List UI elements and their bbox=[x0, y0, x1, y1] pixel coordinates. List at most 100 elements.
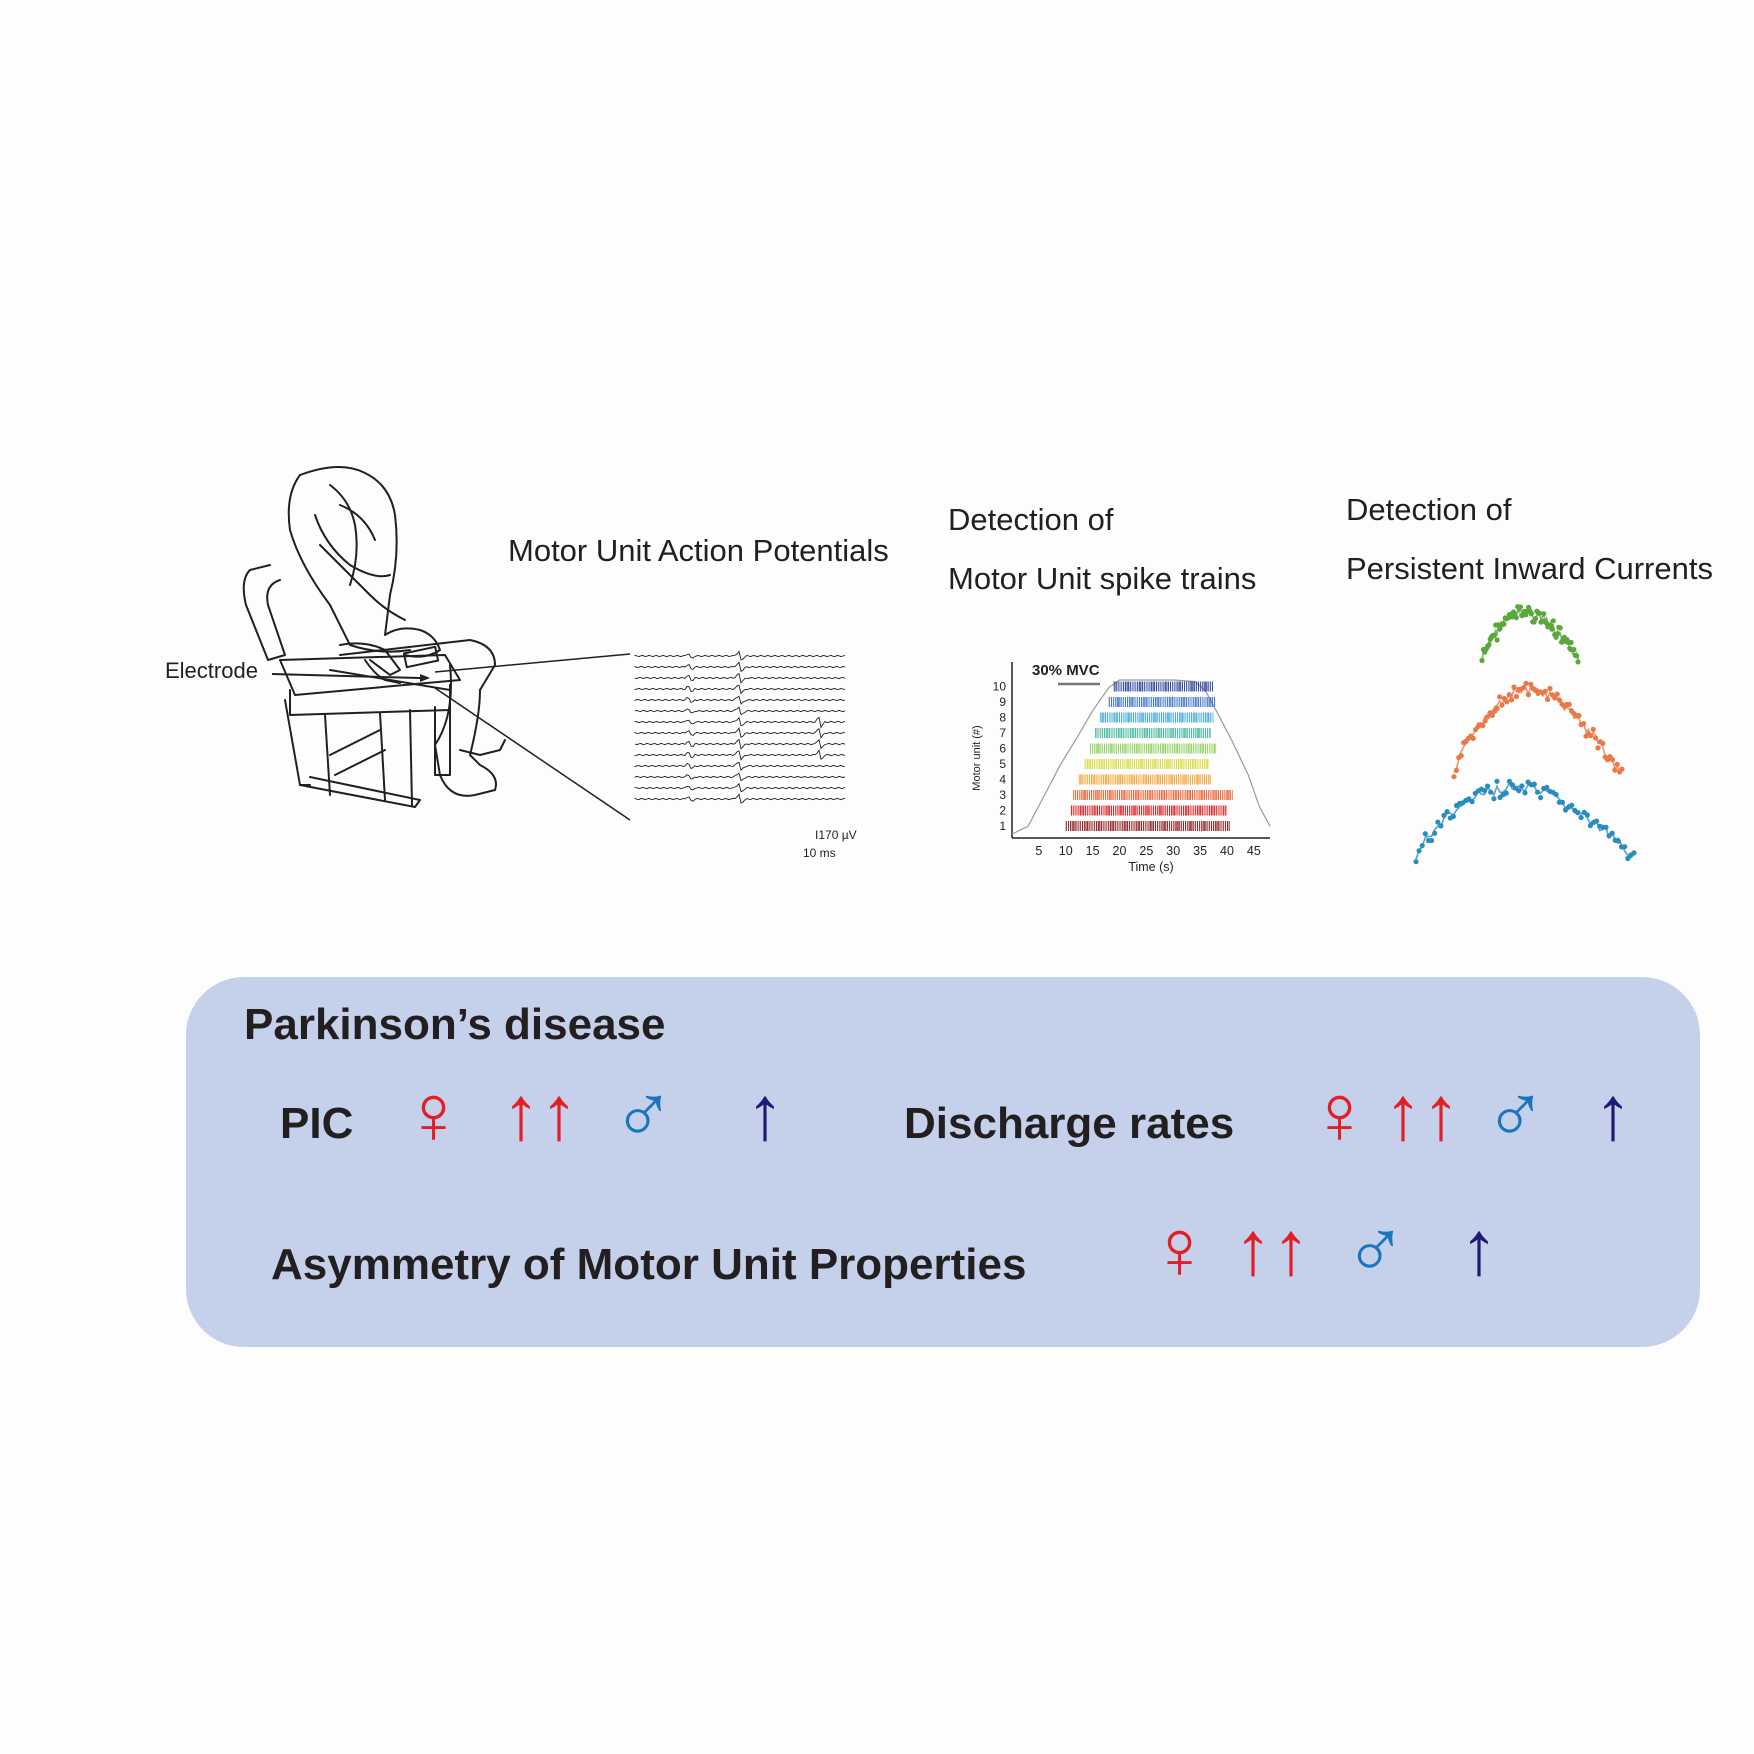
pic-point bbox=[1575, 659, 1581, 665]
pic-trend-line bbox=[1453, 684, 1623, 773]
y-tick-label: 3 bbox=[999, 788, 1006, 802]
x-tick-label: 5 bbox=[1035, 844, 1042, 858]
pic-point bbox=[1494, 705, 1500, 711]
muap-trace bbox=[634, 782, 846, 793]
pic-point bbox=[1506, 778, 1512, 784]
muap-scale-time: 10 ms bbox=[803, 846, 836, 860]
row-discharge-label: Discharge rates bbox=[904, 1099, 1235, 1148]
pic-point bbox=[1509, 697, 1515, 703]
amplitude-value: 170 µV bbox=[818, 828, 857, 842]
muap-trace bbox=[634, 793, 846, 804]
muap-trace bbox=[634, 738, 846, 750]
row-asymmetry-female-arrows: ↑↑ bbox=[1234, 1206, 1310, 1291]
pic-point bbox=[1538, 795, 1544, 801]
pic-point bbox=[1516, 788, 1522, 794]
spike-train-unit-8 bbox=[1099, 712, 1214, 723]
pic-point bbox=[1494, 637, 1500, 643]
x-tick-label: 25 bbox=[1139, 844, 1153, 858]
muap-trace bbox=[634, 661, 846, 673]
annotation-label: 30% MVC bbox=[1032, 662, 1100, 679]
row-discharge-female-arrows: ↑↑ bbox=[1384, 1071, 1460, 1156]
pic-title-line1: Detection of bbox=[1346, 492, 1512, 527]
pic-point bbox=[1557, 625, 1563, 631]
muap-trace bbox=[634, 684, 846, 695]
force-trace bbox=[1011, 679, 1271, 835]
row-pic-male-arrows: ↑ bbox=[746, 1071, 784, 1156]
row-pic-female-arrows: ↑↑ bbox=[502, 1071, 578, 1156]
pic-point bbox=[1485, 783, 1491, 789]
pic-point bbox=[1503, 790, 1509, 796]
spike-trains-title-line1: Detection of bbox=[948, 502, 1114, 537]
scale-bar-icon: I bbox=[815, 828, 819, 842]
spike-train-unit-2 bbox=[1070, 805, 1227, 816]
muap-traces bbox=[634, 650, 846, 804]
pic-point bbox=[1513, 615, 1519, 621]
spike-train-unit-4 bbox=[1078, 774, 1211, 785]
row-pic-male-icon: ♂ bbox=[612, 1067, 675, 1161]
pic-point bbox=[1522, 790, 1528, 796]
muap-scale-amplitude: I170 µV bbox=[815, 828, 857, 842]
pic-point bbox=[1547, 685, 1553, 692]
pic-curve-1 bbox=[1479, 604, 1581, 665]
pic-point bbox=[1479, 657, 1485, 664]
pic-point bbox=[1451, 774, 1457, 780]
summary-title: Parkinson’s disease bbox=[244, 1000, 666, 1049]
x-tick-label: 35 bbox=[1193, 844, 1207, 858]
muap-trace bbox=[634, 695, 846, 705]
row-pic-label: PIC bbox=[280, 1099, 354, 1148]
spike-train-unit-3 bbox=[1073, 790, 1233, 800]
muap-trace bbox=[634, 761, 845, 772]
pic-curve-2 bbox=[1451, 680, 1625, 780]
row-discharge-female-icon: ♀ bbox=[1308, 1067, 1371, 1161]
pic-trend-line bbox=[1481, 604, 1579, 661]
pic-point bbox=[1576, 713, 1582, 719]
spike-train-unit-9 bbox=[1108, 697, 1216, 707]
pic-point bbox=[1526, 604, 1532, 610]
electrode-label: Electrode bbox=[165, 658, 258, 683]
muap-title: Motor Unit Action Potentials bbox=[508, 533, 889, 568]
projection-lines bbox=[434, 653, 631, 821]
x-tick-label: 10 bbox=[1059, 844, 1073, 858]
pic-curve-3 bbox=[1413, 778, 1637, 865]
pic-point bbox=[1531, 781, 1537, 787]
spike-trains-title-line2: Motor Unit spike trains bbox=[948, 561, 1257, 596]
pic-point bbox=[1590, 726, 1596, 732]
row-pic-female-icon: ♀ bbox=[402, 1067, 465, 1161]
pic-point bbox=[1554, 691, 1560, 697]
muap-trace bbox=[634, 727, 846, 740]
pic-point bbox=[1523, 680, 1529, 686]
y-tick-label: 1 bbox=[999, 819, 1006, 833]
row-asymmetry-female-icon: ♀ bbox=[1148, 1202, 1211, 1296]
pic-trend-line bbox=[1415, 781, 1635, 860]
pic-point bbox=[1614, 761, 1620, 767]
row-discharge-male-arrows: ↑ bbox=[1594, 1071, 1632, 1156]
spike-train-unit-1 bbox=[1065, 821, 1230, 831]
y-tick-label: 2 bbox=[999, 804, 1006, 818]
pic-point bbox=[1513, 693, 1519, 700]
y-tick-label: 10 bbox=[993, 680, 1007, 694]
spike-train-unit-6 bbox=[1089, 743, 1217, 754]
pic-point bbox=[1631, 850, 1637, 856]
muap-trace bbox=[634, 650, 846, 661]
pic-point bbox=[1595, 745, 1601, 751]
electrode-pointer bbox=[271, 673, 430, 682]
x-tick-label: 40 bbox=[1220, 844, 1234, 858]
muap-trace bbox=[634, 706, 846, 716]
pic-point bbox=[1489, 712, 1495, 718]
pic-point bbox=[1429, 837, 1435, 844]
x-tick-label: 20 bbox=[1113, 844, 1127, 858]
spike-train-unit-7 bbox=[1095, 728, 1211, 738]
x-tick-label: 30 bbox=[1166, 844, 1180, 858]
y-tick-label: 4 bbox=[999, 773, 1006, 787]
y-tick-label: 5 bbox=[999, 757, 1006, 771]
pic-point bbox=[1550, 618, 1556, 624]
muap-trace bbox=[634, 672, 846, 684]
pic-point bbox=[1413, 859, 1419, 865]
y-axis-label: Motor unit (#) bbox=[971, 725, 983, 790]
y-tick-label: 6 bbox=[999, 742, 1006, 756]
pic-point bbox=[1568, 639, 1574, 646]
y-tick-label: 8 bbox=[999, 711, 1006, 725]
pic-point bbox=[1541, 611, 1547, 617]
pic-discharge-curves bbox=[1413, 604, 1637, 865]
